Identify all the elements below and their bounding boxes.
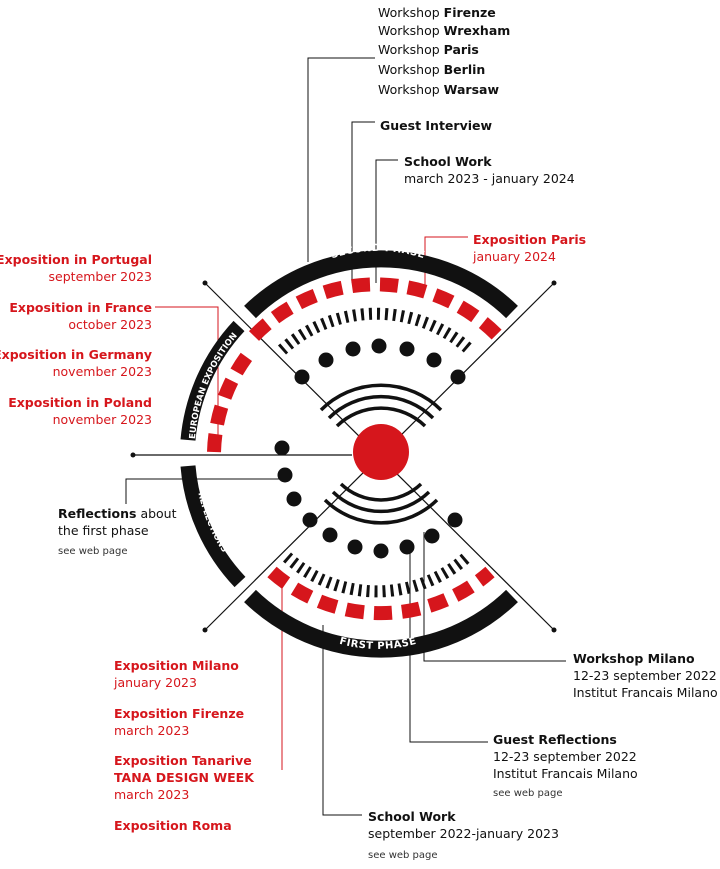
guest-interview-title: Guest Interview [380, 118, 493, 133]
hatch-ring-bottom [283, 552, 471, 598]
first-phase-label: FIRST PHASE [338, 636, 417, 652]
second-phase-band [244, 250, 518, 319]
workshop-warsaw: Workshop Warsaw [378, 82, 500, 97]
dots-left [274, 440, 302, 507]
guide-line-ends [130, 280, 557, 633]
center-node [353, 424, 409, 480]
workshop-berlin: Workshop Berlin [378, 62, 486, 77]
inner-arcs-top [319, 383, 443, 428]
european-exposition-band [180, 320, 245, 441]
exposition-roma: Exposition Roma [114, 818, 232, 833]
leader-lines [125, 57, 566, 816]
workshop-wrexham: Workshop Wrexham [378, 23, 511, 38]
guest-reflections-see-web-page-link[interactable]: see web page [493, 788, 563, 799]
dots-bottom [302, 512, 463, 559]
reflections-band [180, 465, 246, 588]
inner-arcs-bottom [323, 482, 439, 525]
reflections-see-web-page-link[interactable]: see web page [58, 546, 128, 557]
workshop-firenze: Workshop Firenze [378, 5, 496, 20]
red-dash-ring-left [207, 347, 256, 453]
red-dash-ring-bottom [267, 566, 495, 621]
workshop-paris: Workshop Paris [378, 42, 479, 57]
hatch-ring-top [277, 307, 475, 355]
red-dash-ring-top [248, 277, 504, 341]
dots-top [294, 338, 466, 385]
first-phase-band [244, 589, 518, 658]
school-work-see-web-page-link[interactable]: see web page [368, 850, 438, 861]
